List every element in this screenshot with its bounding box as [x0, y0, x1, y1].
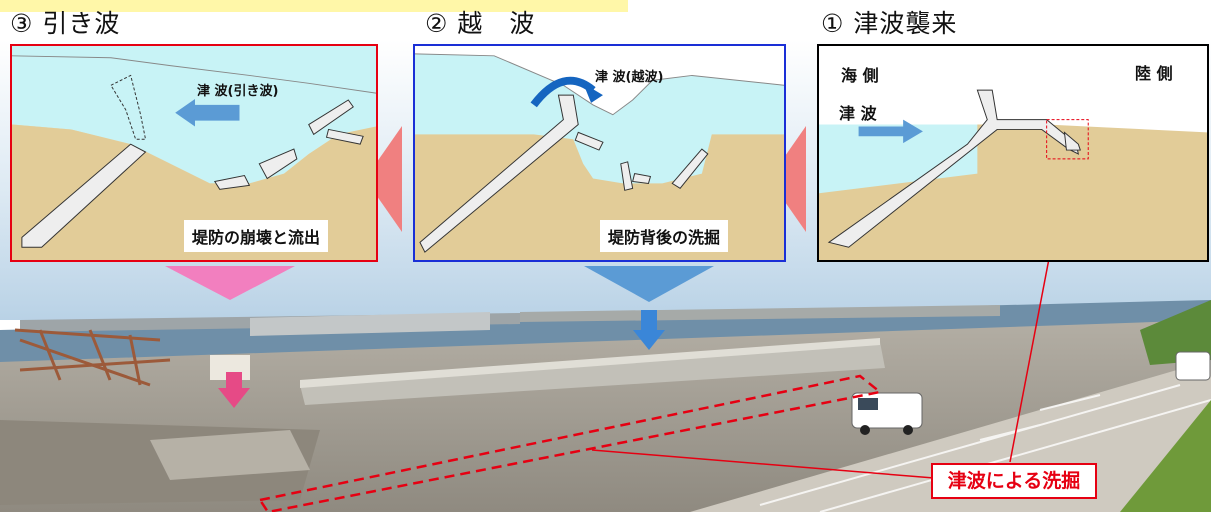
stage2-title: ② 越 波	[425, 9, 536, 38]
panel2-caption: 堤防背後の洗掘	[600, 220, 729, 252]
backwash-wave-label: 津 波(引き波)	[197, 84, 279, 99]
overtopping-wave-label: 津 波(越波)	[595, 70, 664, 85]
down-arrow-pink	[165, 266, 295, 300]
scour-callout: 津波による洗掘	[931, 463, 1097, 499]
panel-overtopping: 津 波(越波) 堤防背後の洗掘	[413, 44, 786, 262]
stage1-title: ① 津波襲来	[821, 9, 958, 38]
land-side-label: 陸 側	[1135, 64, 1173, 83]
tsunami-label: 津 波	[839, 104, 877, 123]
stage3-title: ③ 引き波	[10, 9, 121, 38]
panel-tsunami-arrival: 海 側 陸 側 津 波	[817, 44, 1209, 262]
title-highlight-bar	[0, 0, 628, 12]
sea-side-label: 海 側	[841, 66, 879, 85]
panel-backwash: 津 波(引き波) 堤防の崩壊と流出	[10, 44, 378, 262]
panel3-caption: 堤防の崩壊と流出	[184, 220, 329, 252]
